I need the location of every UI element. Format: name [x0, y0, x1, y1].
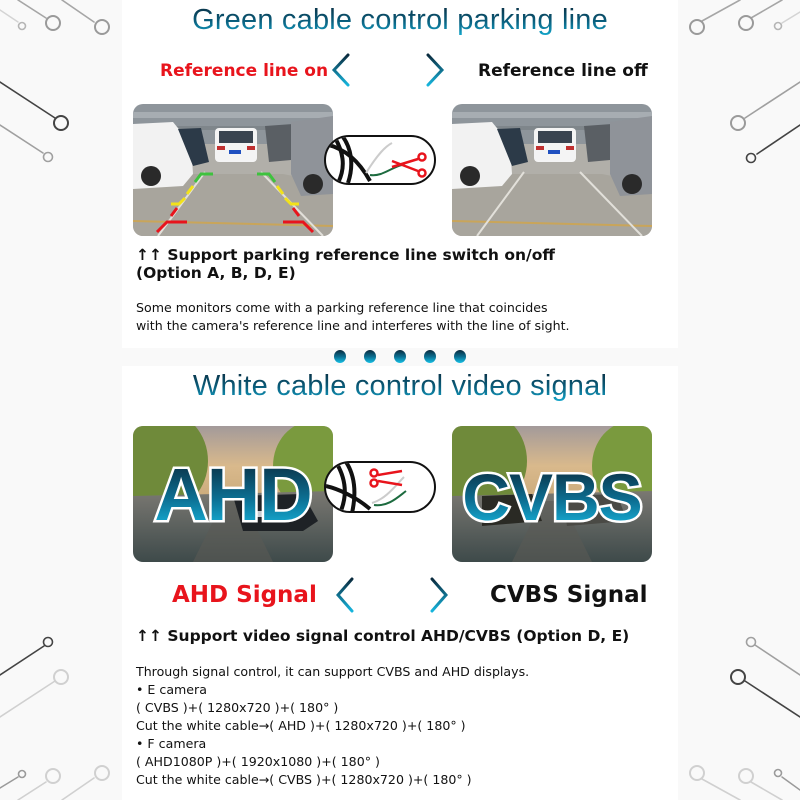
reference-line-off-label: Reference line off: [478, 61, 648, 81]
description-line: Through signal control, it can support C…: [136, 664, 530, 679]
cvbs-signal-image: CVBS: [452, 426, 652, 562]
section2-title: White cable control video signal: [0, 370, 800, 403]
ahd-signal-label: AHD Signal: [172, 582, 317, 608]
ahd-text: AHD: [154, 454, 311, 534]
video-signal-support-note: ↑↑ Support video signal control AHD/CVBS…: [136, 627, 630, 645]
parking-line-support-note: ↑↑ Support parking reference line switch…: [136, 246, 656, 282]
reference-line-on-label: Reference line on: [160, 61, 329, 81]
camera-f-heading: • F camera: [136, 736, 207, 751]
section-divider-dots: [0, 350, 800, 363]
double-arrow-icon: [336, 577, 448, 613]
video-signal-description: Through signal control, it can support C…: [136, 663, 656, 789]
section1-title: Green cable control parking line: [0, 4, 800, 37]
parking-with-lines-image: [133, 104, 333, 236]
description-line: with the camera's reference line and int…: [136, 318, 570, 333]
cvbs-signal-label: CVBS Signal: [490, 582, 648, 608]
dot-icon: [394, 350, 406, 363]
parking-without-lines-image: [452, 104, 652, 236]
white-cable-scissors-icon: [324, 461, 436, 513]
double-arrow-icon: [331, 53, 445, 87]
ahd-signal-image: AHD: [133, 426, 333, 562]
parking-line-description: Some monitors come with a parking refere…: [136, 299, 666, 335]
camera-e-cut-spec: Cut the white cable→( AHD )+( 1280x720 )…: [136, 718, 466, 733]
camera-e-heading: • E camera: [136, 682, 207, 697]
camera-e-default-spec: ( CVBS )+( 1280x720 )+( 180° ): [136, 700, 339, 715]
cvbs-text: CVBS: [462, 460, 641, 534]
camera-f-cut-spec: Cut the white cable→( CVBS )+( 1280x720 …: [136, 772, 472, 787]
support-line-2: (Option A, B, D, E): [136, 264, 296, 282]
camera-f-default-spec: ( AHD1080P )+( 1920x1080 )+( 180° ): [136, 754, 380, 769]
ahd-overlay-text: AHD: [133, 426, 333, 562]
dot-icon: [454, 350, 466, 363]
cvbs-overlay-text: CVBS: [452, 426, 652, 562]
support-line-1: ↑↑ Support parking reference line switch…: [136, 246, 555, 264]
dot-icon: [334, 350, 346, 363]
dot-icon: [364, 350, 376, 363]
green-cable-scissors-icon: [324, 135, 436, 185]
dot-icon: [424, 350, 436, 363]
description-line: Some monitors come with a parking refere…: [136, 300, 548, 315]
